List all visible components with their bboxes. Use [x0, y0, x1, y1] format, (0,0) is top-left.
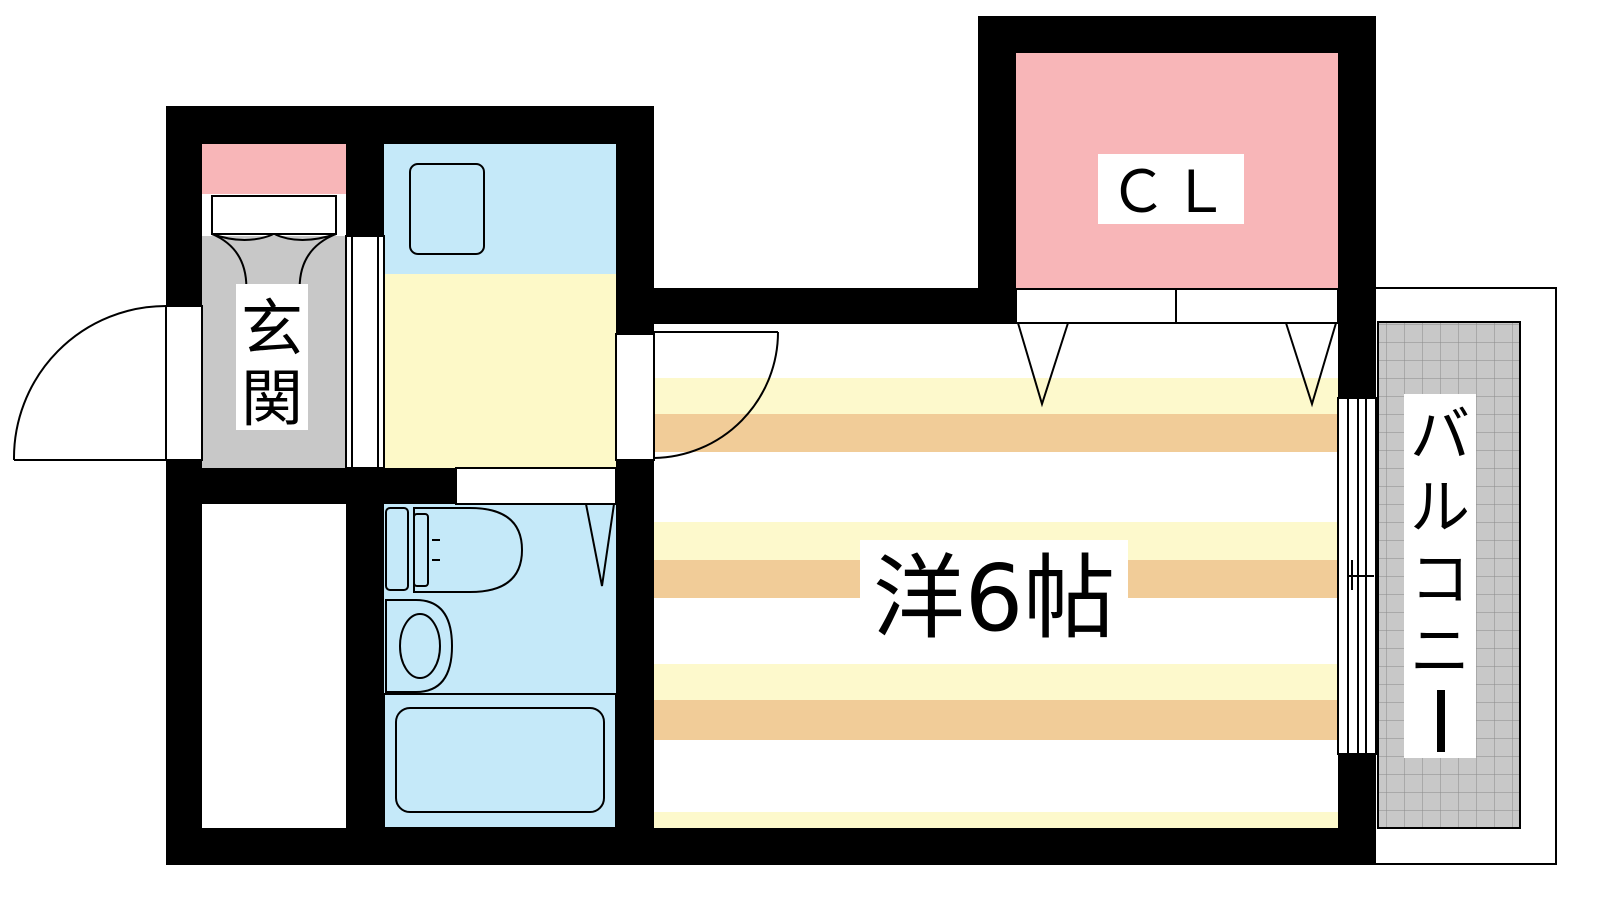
sink-fixture [385, 599, 454, 693]
kitchen-floor [384, 274, 616, 468]
bathtub-inner [395, 707, 605, 813]
balcony-window [1337, 397, 1377, 755]
entrance-label-bg [236, 284, 308, 430]
main-room-label-bg [860, 540, 1128, 644]
balcony-label-4: ニ [1410, 617, 1470, 687]
washer-pan [409, 163, 485, 255]
shoe-box-doors [211, 195, 337, 297]
entrance-label-2: 関 [241, 362, 303, 435]
room-door [615, 331, 779, 461]
main-room-label: 洋6帖 [873, 545, 1116, 652]
toilet-fixture [385, 507, 524, 593]
closet-label: ＣＬ [1109, 158, 1233, 226]
balcony-label-5 [1437, 690, 1445, 752]
balcony-label-2: ル [1410, 473, 1470, 543]
closet-label-bg [1098, 154, 1244, 224]
entrance-label-1: 玄 [241, 292, 303, 365]
front-door [12, 305, 203, 461]
walls [166, 16, 1376, 865]
closet-doors [1015, 288, 1339, 408]
balcony-label-3: コ [1410, 545, 1470, 615]
entrance-step [345, 235, 385, 469]
floor-stripes [652, 378, 1338, 828]
bathroom-door [455, 467, 617, 587]
balcony-label-1: バ [1410, 401, 1470, 471]
shoe-shelf [202, 144, 346, 194]
